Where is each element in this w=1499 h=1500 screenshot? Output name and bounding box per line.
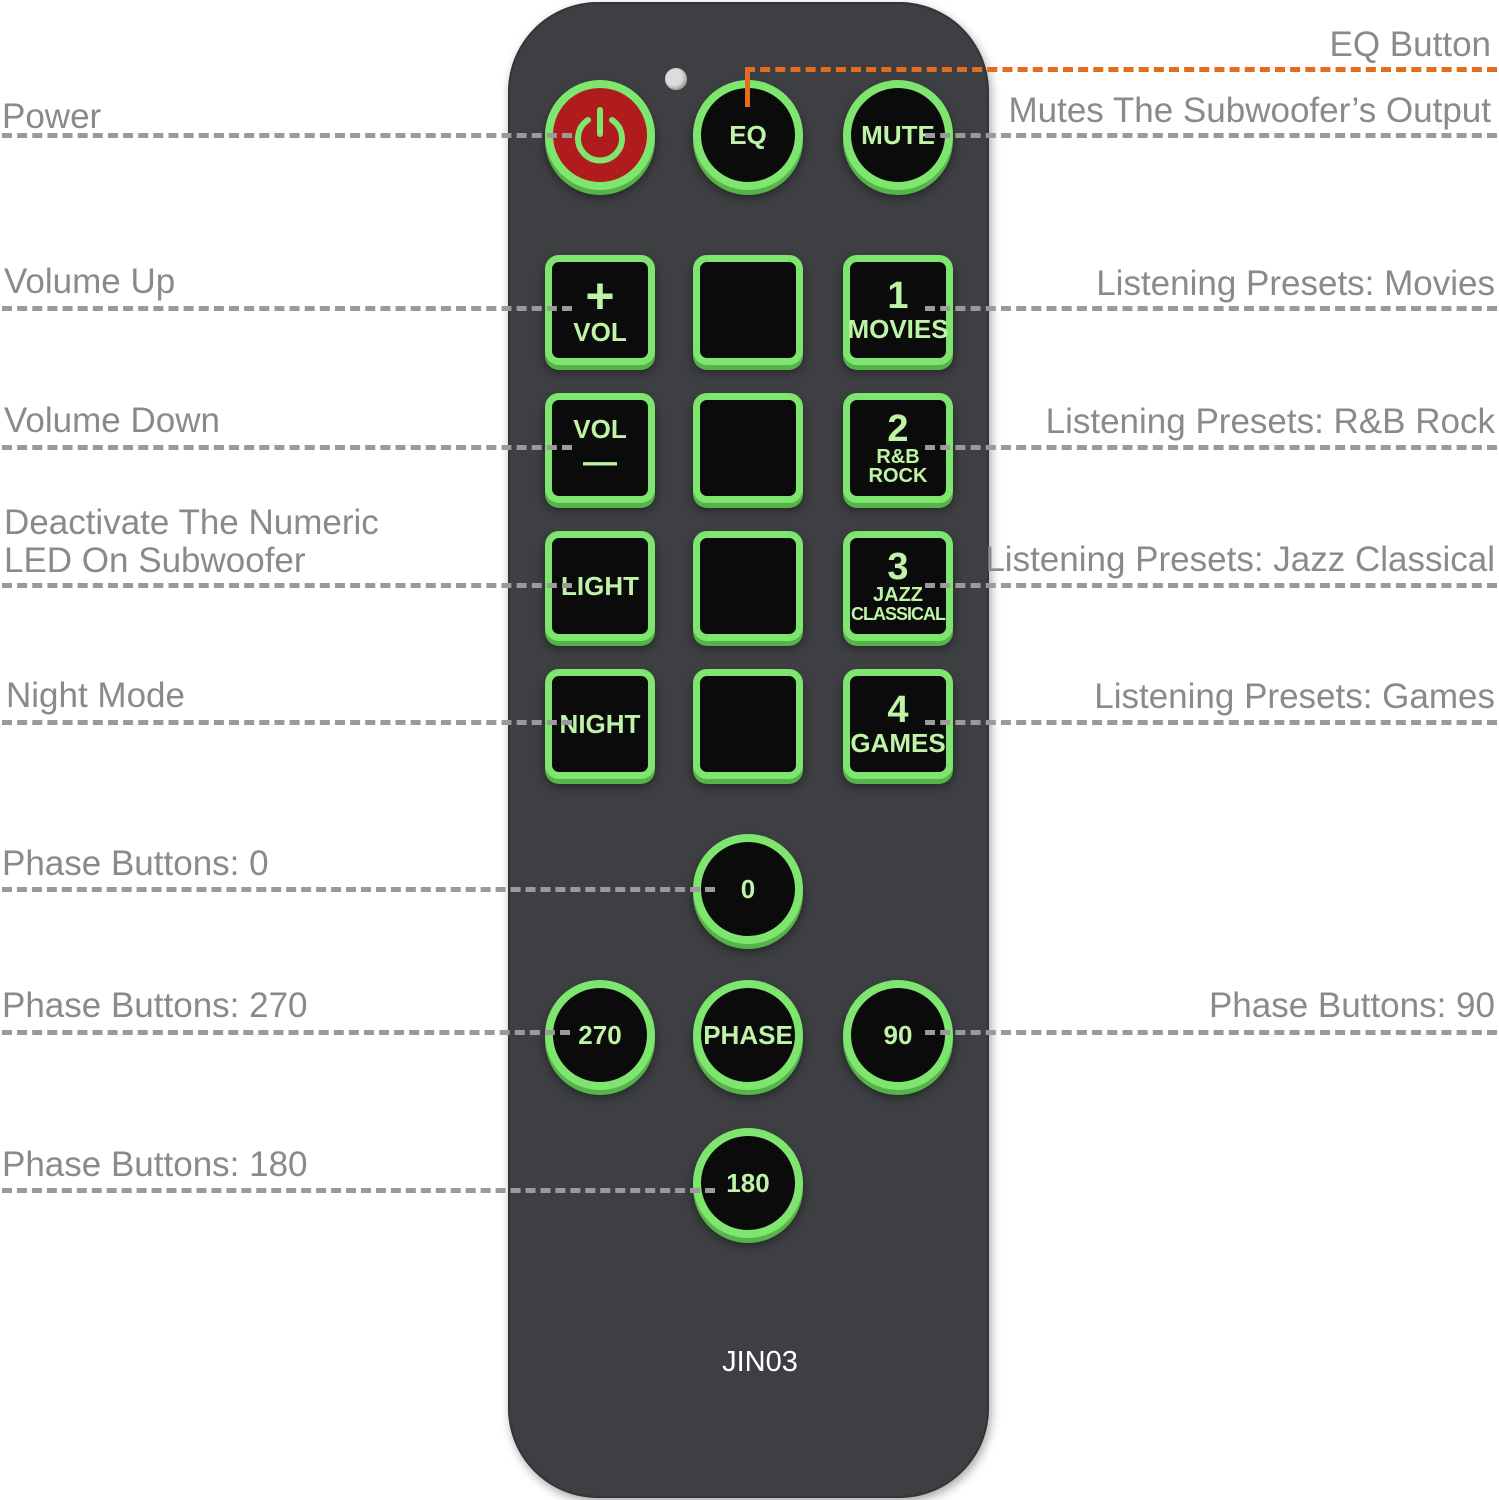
preset-games-leader-line <box>925 720 1497 725</box>
phase-180-label: 180 <box>726 1167 770 1198</box>
preset-jazz-line2: CLASSICAL <box>851 604 946 624</box>
preset-movies-label: MOVIES <box>847 314 949 344</box>
callout-light-line1: Deactivate The Numeric <box>4 503 379 542</box>
phase-90-label: 90 <box>883 1019 913 1050</box>
volume-down-label: VOL <box>573 414 627 444</box>
preset-rb-rock-line2: ROCK <box>868 465 928 487</box>
model-number: JIN03 <box>722 1346 798 1378</box>
preset-movies-number: 1 <box>887 275 909 317</box>
callout-phase-90: Phase Buttons: 90 <box>1208 986 1495 1025</box>
preset-games-label: GAMES <box>850 728 946 758</box>
preset-rb-rock-line1: R&B <box>876 446 920 468</box>
power-leader-line <box>2 133 572 138</box>
preset-rb-rock-number: 2 <box>887 408 909 450</box>
night-button-label: NIGHT <box>559 708 641 739</box>
callout-phase-0: Phase Buttons: 0 <box>2 844 269 883</box>
phase-90-leader-line <box>925 1030 1497 1035</box>
phase-button-label: PHASE <box>703 1019 793 1050</box>
callout-preset-rb-rock: Listening Presets: R&B Rock <box>1045 402 1495 441</box>
mute-leader-line <box>925 133 1497 138</box>
blank-button-2[interactable] <box>693 393 803 503</box>
callout-volume-up: Volume Up <box>4 262 176 301</box>
callout-phase-180: Phase Buttons: 180 <box>2 1145 308 1184</box>
preset-games-number: 4 <box>887 689 909 731</box>
light-leader-line <box>2 583 572 588</box>
callout-preset-games: Listening Presets: Games <box>1094 677 1495 716</box>
callout-preset-jazz: Listening Presets: Jazz Classical <box>985 540 1495 579</box>
volume-up-leader-line <box>2 306 572 311</box>
callout-preset-movies: Listening Presets: Movies <box>1096 264 1495 303</box>
blank-button-4[interactable] <box>693 669 803 779</box>
light-button[interactable]: LIGHT <box>545 531 655 641</box>
phase-270-button[interactable]: 270 <box>545 980 655 1090</box>
plus-icon: + <box>585 268 615 324</box>
eq-leader-drop <box>745 67 750 107</box>
minus-icon: — <box>583 443 617 481</box>
light-button-label: LIGHT <box>561 570 639 601</box>
preset-jazz-leader-line <box>925 583 1497 588</box>
callout-phase-270: Phase Buttons: 270 <box>2 986 308 1025</box>
volume-up-label: VOL <box>573 317 627 347</box>
callout-night-mode: Night Mode <box>6 676 185 715</box>
mute-button-label: MUTE <box>861 119 935 150</box>
preset-movies-leader-line <box>925 306 1497 311</box>
callout-power: Power <box>2 97 102 136</box>
phase-button[interactable]: PHASE <box>693 980 803 1090</box>
eq-button-label: EQ <box>729 119 767 150</box>
eq-leader-line <box>745 67 1497 72</box>
preset-jazz-line1: JAZZ <box>873 584 923 606</box>
power-button[interactable] <box>545 80 655 190</box>
status-led <box>665 68 687 90</box>
phase-90-button[interactable]: 90 <box>843 980 953 1090</box>
night-leader-line <box>2 720 572 725</box>
callout-mute: Mutes The Subwoofer’s Output <box>1008 91 1492 130</box>
preset-rb-rock-leader-line <box>925 445 1497 450</box>
phase-270-leader-line <box>2 1030 570 1035</box>
power-icon <box>575 107 625 164</box>
phase-0-leader-line <box>2 887 715 892</box>
phase-270-label: 270 <box>578 1019 622 1050</box>
phase-180-leader-line <box>2 1188 715 1193</box>
phase-180-button[interactable]: 180 <box>693 1128 803 1238</box>
callout-volume-down: Volume Down <box>4 401 220 440</box>
callout-eq-button: EQ Button <box>1329 25 1491 64</box>
blank-button-3[interactable] <box>693 531 803 641</box>
phase-0-label: 0 <box>740 873 756 904</box>
blank-button-1[interactable] <box>693 255 803 365</box>
callout-light-line2: LED On Subwoofer <box>4 541 306 580</box>
volume-down-leader-line <box>2 445 572 450</box>
preset-jazz-number: 3 <box>887 546 909 588</box>
